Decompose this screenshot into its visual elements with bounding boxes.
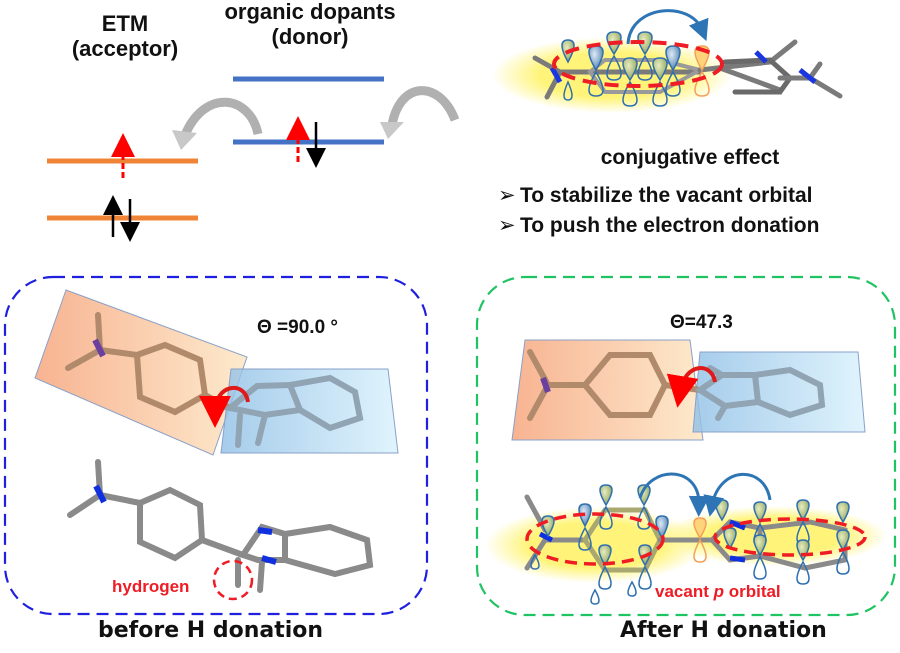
conjugation-ring-left: [525, 512, 665, 566]
bullet-item: ➢To push the electron donation: [498, 213, 819, 238]
hydrogen-label: hydrogen: [112, 577, 190, 596]
vacant-label-prefix: vacant: [655, 582, 714, 601]
hydrogen-highlight-circle: [212, 559, 254, 601]
transfer-arrow-donor-to-acceptor: [180, 97, 263, 137]
nitrogen-atom: [538, 531, 554, 543]
nitrogen-atom: [729, 519, 746, 531]
glow-highlight-right: [663, 506, 887, 566]
transfer-arrowhead-2: [380, 122, 404, 139]
conjugation-molecule: [492, 9, 843, 113]
energy-level-diagram: [47, 76, 460, 242]
transfer-arrow-external: [387, 86, 460, 126]
nitrogen-atom: [93, 484, 107, 504]
transfer-arrowhead-1: [172, 130, 197, 150]
vacant-label-p: p: [713, 582, 724, 601]
acceptor-label: ETM (acceptor): [40, 11, 210, 61]
donor-label-line1: organic dopants: [224, 0, 396, 24]
bullet-item: ➢To stabilize the vacant orbital: [498, 183, 813, 208]
molecule-bottom-before: [67, 459, 374, 593]
bullet-arrow-icon: ➢: [498, 184, 516, 207]
donor-label-line2: (donor): [271, 23, 349, 49]
nitrogen-atom: [754, 50, 768, 64]
nitrogen-atom: [798, 68, 817, 84]
vacant-label-suffix: orbital: [723, 582, 781, 601]
before-caption: before H donation: [98, 618, 324, 643]
rotation-arrow-before: [199, 385, 250, 428]
conjugation-ring-dashed: [552, 40, 724, 88]
bullet-text: To stabilize the vacant orbital: [520, 184, 813, 207]
conjugation-ring-right: [713, 517, 867, 557]
benzimidazole-top-after: [694, 365, 826, 421]
acceptor-label-line1: ETM: [101, 11, 149, 36]
after-panel-border: [475, 275, 897, 617]
after-caption: After H donation: [620, 618, 827, 643]
before-panel-border: [3, 275, 429, 616]
electron-push-arrow: [626, 9, 709, 45]
donation-arrow-right: [703, 472, 772, 517]
before-panel: [3, 275, 429, 616]
conjugative-effect-title: conjugative effect: [600, 146, 780, 169]
benzimidazole-top-before: [223, 374, 364, 448]
dihedral-angle-after: Θ=47.3: [670, 312, 733, 333]
dihedral-angle-before: Θ =90.0 °: [257, 317, 339, 338]
nitrogen-atom: [261, 555, 277, 565]
bullet-arrow-icon: ➢: [498, 214, 516, 237]
bullet-text: To push the electron donation: [520, 214, 820, 237]
donation-arrow-left: [638, 472, 710, 517]
rotation-arrow-after: [666, 366, 717, 408]
nitrogen-atom: [257, 527, 273, 535]
vacant-p-orbital-label: vacant p orbital: [655, 582, 781, 602]
nitrogen-atom: [549, 66, 563, 84]
acceptor-label-line2: (acceptor): [71, 35, 179, 61]
after-panel: [475, 275, 897, 617]
nitrogen-atom: [92, 338, 106, 358]
nitrogen-atom: [540, 376, 551, 394]
donor-label: organic dopants (donor): [210, 0, 410, 49]
nitrogen-atom: [729, 555, 746, 563]
